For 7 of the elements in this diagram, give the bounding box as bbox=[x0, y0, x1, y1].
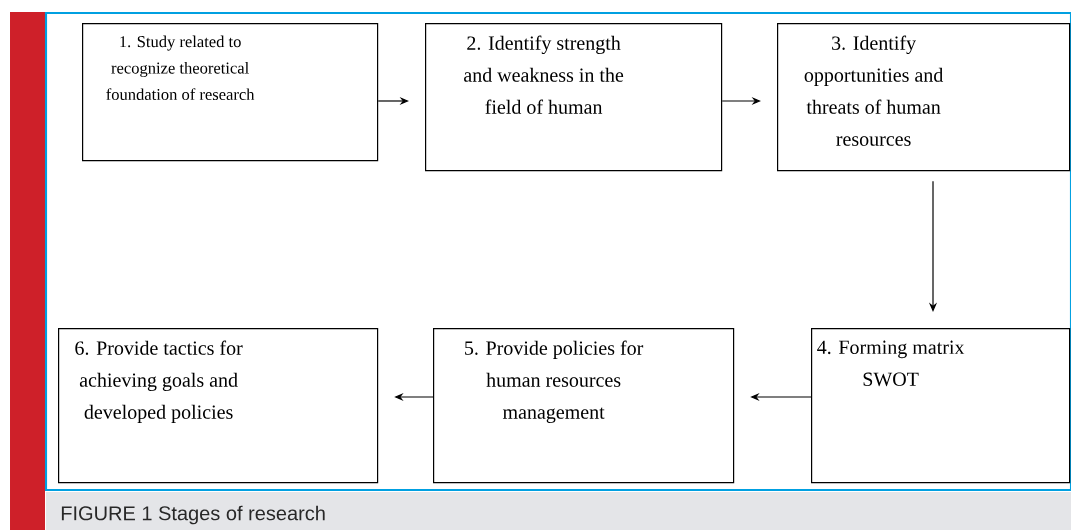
process-box: 4. Forming matrix SWOT bbox=[811, 328, 1071, 484]
process-box: 5. Provide policies for human resources management bbox=[433, 328, 735, 484]
process-box: 1. Study related to recognize theoretical foundation of research bbox=[82, 23, 379, 162]
caption-band: FIGURE 1 Stages of research bbox=[46, 492, 1071, 530]
process-box: 2. Identify strength and weakness in the field of human bbox=[425, 23, 723, 172]
process-box: 3. Identify opportunities and threats of human resources bbox=[777, 23, 1071, 172]
process-box: 6. Provide tactics for achieving goals and developed policies bbox=[58, 328, 379, 484]
